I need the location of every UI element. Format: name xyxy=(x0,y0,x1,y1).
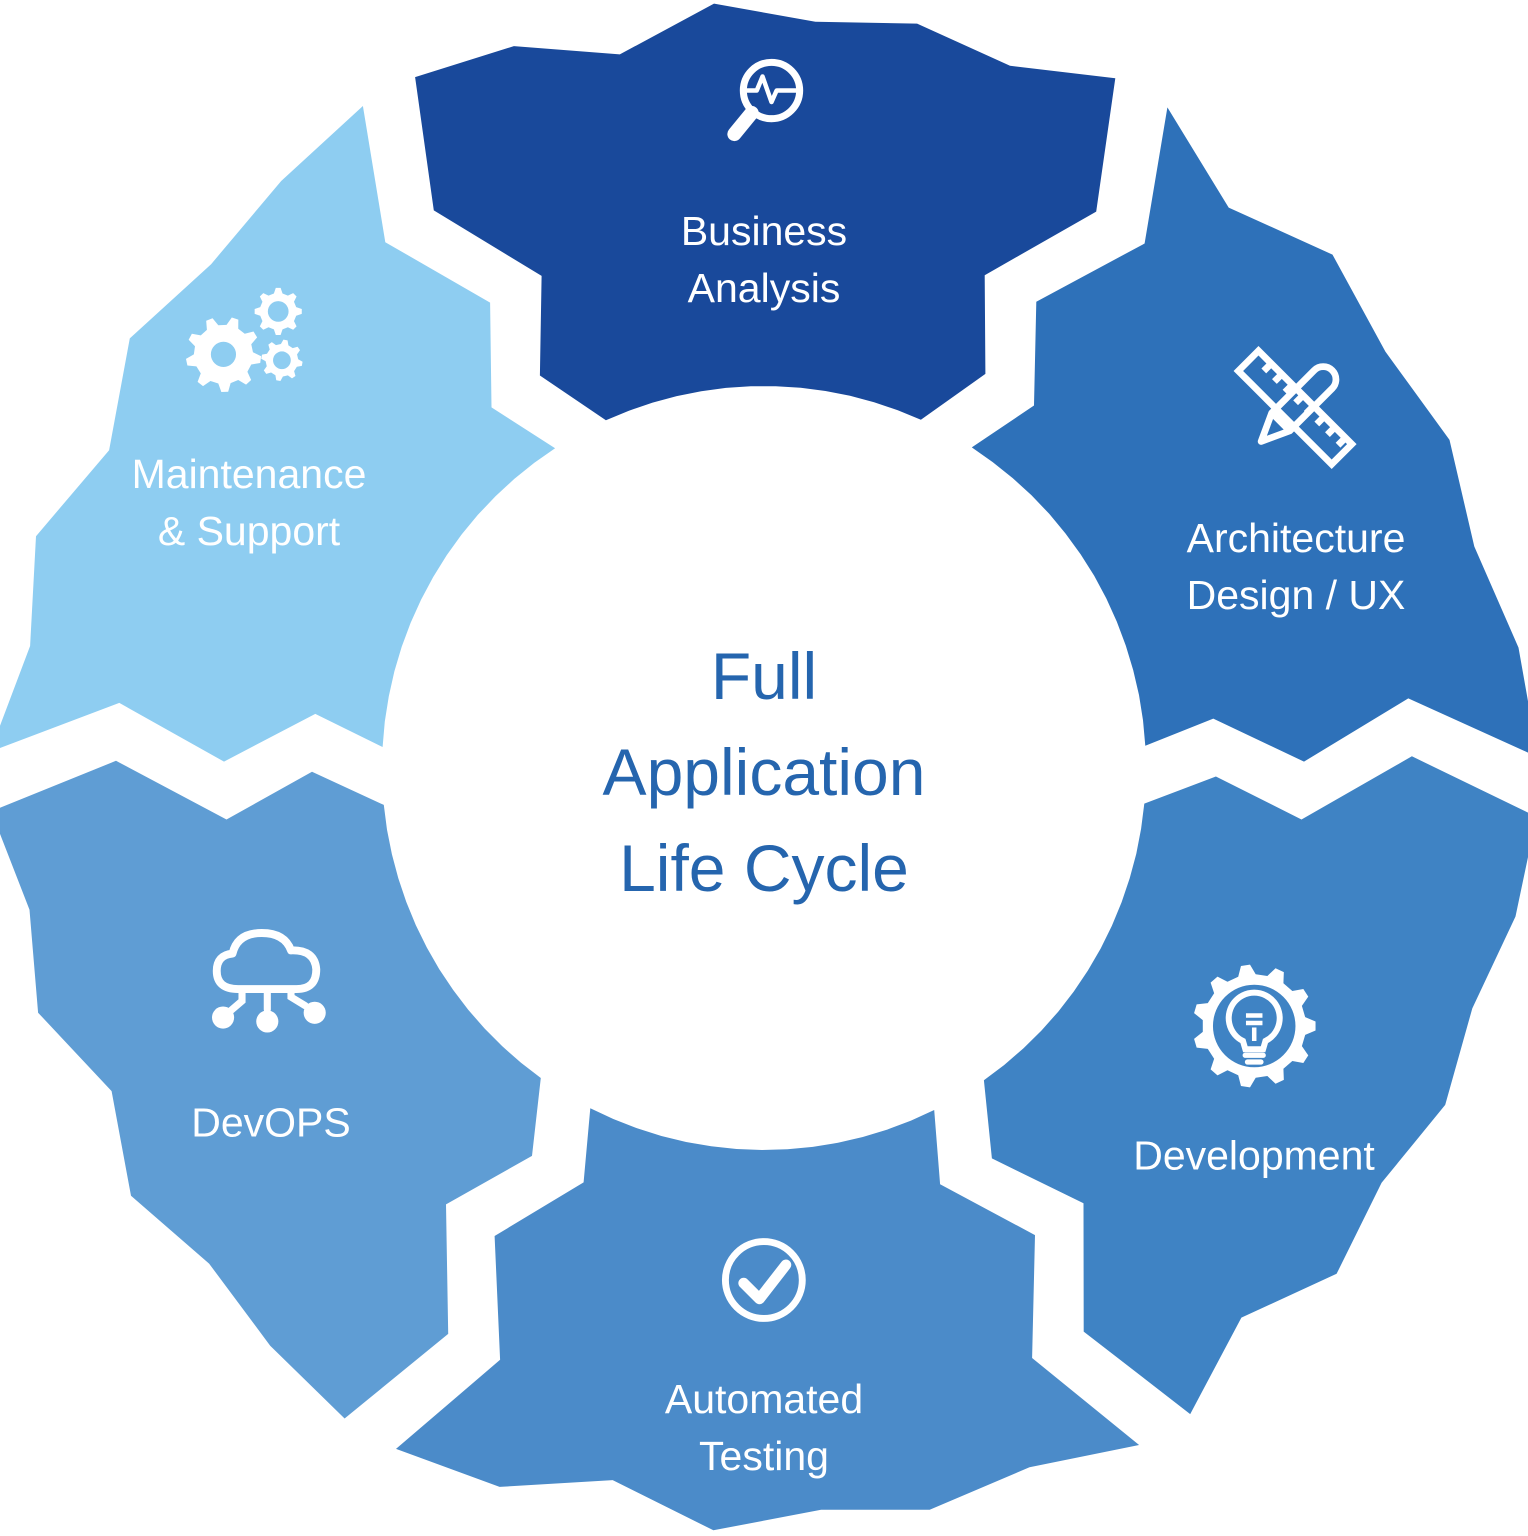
title-line-2: Application xyxy=(602,735,926,809)
diagram-title: Full Application Life Cycle xyxy=(603,628,926,916)
title-line-3: Life Cycle xyxy=(619,831,909,905)
segment-maintenance-support xyxy=(0,106,556,762)
title-line-1: Full xyxy=(710,639,818,713)
segment-business-analysis xyxy=(415,3,1116,421)
segment-development xyxy=(983,756,1528,1415)
segment-devops xyxy=(0,760,541,1419)
